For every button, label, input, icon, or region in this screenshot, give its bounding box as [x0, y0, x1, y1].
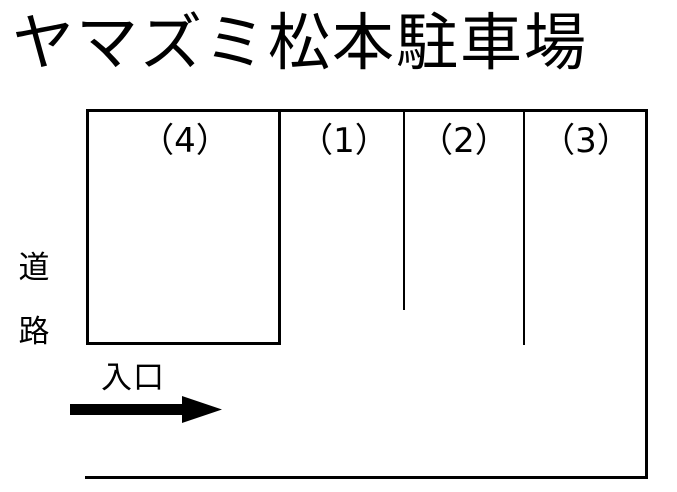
entrance-label: 入口 — [101, 360, 165, 396]
stall-label-4: （4） — [140, 121, 230, 161]
stall-4-right-edge — [278, 109, 281, 345]
page-title: ヤマズミ松本駐車場 — [12, 6, 589, 79]
road-label-char-1: 道 — [18, 250, 50, 286]
lot-bottom-boundary — [85, 476, 648, 479]
stall-label-2: （2） — [419, 121, 509, 161]
road-label: 道 路 — [12, 236, 56, 364]
divider-stall-1-stall-2 — [403, 110, 405, 310]
stall-4-left-edge — [86, 109, 89, 345]
stall-label-1: （1） — [299, 121, 389, 161]
road-label-char-2: 路 — [18, 314, 50, 350]
divider-stall-2-stall-3 — [523, 110, 525, 345]
lot-top-boundary — [86, 109, 648, 112]
lot-right-boundary — [645, 109, 648, 479]
stall-4-bottom-edge — [86, 342, 281, 345]
entrance-arrow-icon — [70, 396, 222, 423]
stall-label-3: （3） — [541, 121, 631, 161]
